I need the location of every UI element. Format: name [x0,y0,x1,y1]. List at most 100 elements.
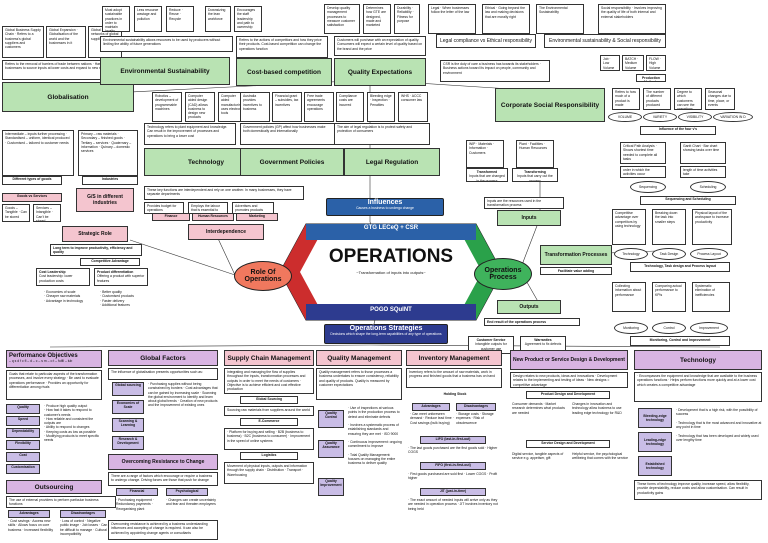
tech-heading: Technology [634,350,762,370]
mci-heading: Monitoring, Control and Improvement [630,336,730,346]
strategies-node[interactable]: Operations Strategies Decisions which sh… [324,324,448,344]
qm-notes: · Use of inspections at various points i… [348,406,402,466]
center-bottom-label: POGO SQuINT [370,307,412,313]
tp-sub: Facilitate value adding [540,267,612,275]
global-factors-desc: The influence of globalisation presents … [108,368,218,380]
im-dis: Disadvantages [456,403,496,411]
monitor-note: Collecting information about performance [612,282,646,312]
csr-heading: Corporate Social Responsibility [495,88,605,122]
tech-desc: Technology refers to plant equipment and… [144,123,236,145]
outputs-heading: Outputs [497,300,561,314]
legal-compliance-note: Legal · When businesses follow the lette… [428,4,476,34]
tech-desc-bottom: · Encompasses the equipment and knowledg… [634,372,762,402]
tech-design-heading: Technology, Task design and Process layo… [630,262,730,272]
marketing-box: Marketing [236,213,278,221]
influences-title: Influences [367,199,403,206]
overcoming-summary: Overcoming resistance is achieved by a b… [108,520,218,540]
inputs-heading: Inputs [497,210,561,226]
influences-node[interactable]: Influences Causes a business to undergo … [326,198,444,216]
transforming-label: Transforming [524,170,546,174]
cost-leader-list: · Economies of scale· Cheaper raw materi… [44,290,84,303]
globalisation-heading: Globalisation [2,82,134,112]
gs-industries-heading: G/S in different industries [76,188,134,212]
dependability-po: Dependability [6,428,40,438]
influences-sub: Causes a business to undergo change [356,206,414,210]
global-markets-note: Global Expansion · Globalisation of the … [46,26,86,58]
env-note-2: Less resource wastage and pollution [134,6,162,32]
hr-box: Human Resources [192,213,234,221]
sequencing-oval: Sequencing [630,181,666,193]
influence-4v-heading: Influence of the four v's [640,126,716,135]
scm-desc: Integrating and managing the flow of sup… [224,368,314,394]
env-note-1: Must adopt sustainable practices in orde… [102,6,130,32]
financial-resist: Financial [116,488,158,496]
qm-heading: Quality Management [316,350,402,366]
tech-levels-notes: · Development that is a high risk, with … [676,408,762,442]
outsourcing-heading: Outsourcing [6,480,102,494]
vari-note: Seasonal changes due to time, place, or … [705,88,735,110]
sdd-note-2: Helpful service, the psychological wellb… [572,452,628,461]
global-sourcing-factor: Global sourcing [112,382,144,396]
out-dis-list: · Loss of control · Negative public imag… [60,519,108,536]
sdd-note-1: Digital service, tangible aspects of ser… [512,452,564,461]
quality-note-2: Determines how GTE are designed, made an… [363,4,391,34]
center-subtitle: ~Transformation of inputs into outputs~ [356,270,426,275]
tech-summary: These forms of technology improve qualit… [634,480,762,500]
seq-sched-heading: Sequencing and Scheduling [640,196,736,205]
goods-vs-services: Goods vs Services [2,193,62,202]
volume-oval: VOLUME [608,112,642,122]
im-adv-list: · Can meet unforeseen demand · Reduce le… [410,412,454,425]
rnd-factor: Research & Development [112,436,144,450]
visibility-oval: VISIBILITY [678,112,712,122]
variation-oval: VARIATION IN D [713,112,753,122]
env-sustainability-heading: Environmental Sustainability [100,57,230,85]
variety-oval: VARIETY [643,112,677,122]
env-desc: Environmental sustainability allows reso… [100,36,233,52]
perf-obj-box: Performance Objectives – q s d f c fl – … [6,350,102,368]
transformed-label: Transformed [476,170,498,174]
strategies-title: Operations Strategies [349,325,423,332]
operations-process-node[interactable]: Operations Process [474,258,532,290]
diff-types-goods: Different types of goods [2,176,62,185]
lifo-desc: · The last goods purchased are the first… [408,446,498,455]
perf-obj-sub: – q s d f c fl – d – c – s m – o t – ful… [9,359,73,363]
customer-service-label: Customer Service [476,338,506,342]
perf-obj-heading: Performance Objectives [9,353,78,359]
legal-note-3: WHS · ACCC consumer law [398,92,428,122]
env-note-3: Reduce · Reuse · Recycle [166,6,194,32]
out-adv: Advantages [8,510,50,518]
services-note: Services – Intangible · Can't be stored [33,204,61,222]
cost-desc: Refers to the actions of competitors and… [236,36,328,58]
gantt-note: Gantt Chart · Bar chart showing tasks ov… [680,142,726,164]
scm-ecommerce: E-Commerce [240,418,298,426]
bleeding-edge: Bleeding-edge technology [638,408,672,428]
transformation-processes-heading: Transformation Processes [540,245,612,265]
prod-diff-label: Product differentiation [97,270,134,274]
transformed-note: WIP · Materials · Information · Customer… [466,140,504,168]
established: Established technology [638,456,672,476]
industry-sectors: Primary – raw materials · Secondary – fi… [78,130,138,176]
prod-diff-list: · Better quality· Customised products· F… [100,290,134,307]
env-social: Environmental sustainability & Social re… [544,34,666,48]
monitoring-oval: Monitoring [614,322,648,334]
qi-box: Quality Improvement [318,478,344,496]
tech-note-2: Computer aided design (CAD) allows busin… [185,92,215,122]
vol-note: Refers to how much of a product is made [612,88,640,110]
im-heading: Inventory Management [406,350,502,366]
psych-resist: Psychological [166,488,208,496]
warranties-label: Warranties [534,338,552,342]
legal-note-1: Compliance costs are incurred [336,92,364,122]
role-of-operations-node[interactable]: Role Of Operations [234,261,292,291]
control-note: Comparing actual performance to KPIs [652,282,686,312]
cost-competition-heading: Cost-based competition [236,58,332,86]
sdd-heading: Service Design and Development [526,440,610,448]
legal-note-2: Bleeding edge · Inspection · Penalties [367,92,395,122]
vis-note: Degree to which customers can see the op… [674,88,702,110]
env-note-5: Encourages the staff leadership and path… [234,6,262,32]
competitive-advantage: Competitive Advantage [80,258,140,266]
npd-heading: New Product or Service Design & Developm… [510,350,628,370]
var-note: The number of different products produce… [643,88,671,110]
production-methods: Production Methods [636,74,666,82]
